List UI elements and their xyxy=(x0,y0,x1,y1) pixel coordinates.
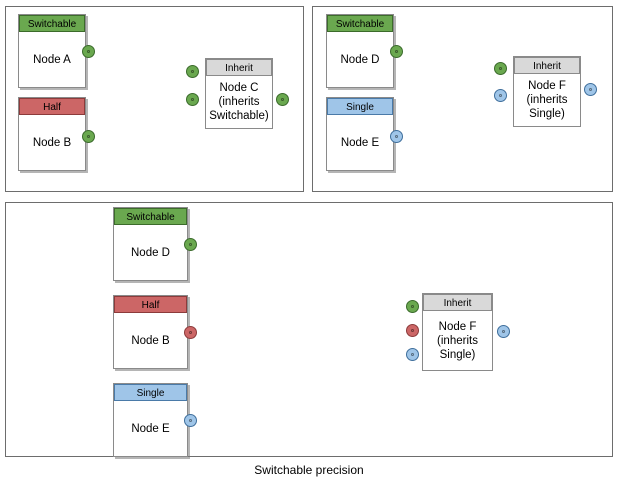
node-c-label-line3: Switchable) xyxy=(209,110,269,122)
port-node-e-bottom-out[interactable] xyxy=(184,414,197,427)
node-f-bottom-label-line3: Single) xyxy=(439,348,476,361)
node-e-bottom-body: Node E xyxy=(114,401,187,456)
port-node-b-left-out[interactable] xyxy=(82,130,95,143)
port-node-f-top-in-2[interactable] xyxy=(494,89,507,102)
node-e-top[interactable]: Single Node E xyxy=(326,97,394,171)
node-e-bottom[interactable]: Single Node E xyxy=(113,383,188,457)
node-b-bottom-label: Node B xyxy=(131,334,170,347)
node-c-header: Inherit xyxy=(206,59,272,76)
port-node-f-top-in-1[interactable] xyxy=(494,62,507,75)
node-e-top-label: Node E xyxy=(340,136,380,149)
node-f-top-header: Inherit xyxy=(514,57,580,74)
node-f-top-label-line2: (inherits xyxy=(526,94,568,106)
port-node-c-in-2[interactable] xyxy=(186,93,199,106)
node-f-bottom[interactable]: Inherit Node F (inherits Single) xyxy=(422,293,493,371)
node-d-bottom-label: Node D xyxy=(131,246,170,259)
node-b-bottom[interactable]: Half Node B xyxy=(113,295,188,369)
node-d-top-label: Node D xyxy=(340,53,380,66)
node-c-body: Node C (inherits Switchable) xyxy=(206,76,272,128)
node-f-top-label-line3: Single) xyxy=(529,108,565,120)
node-d-top-header: Switchable xyxy=(327,15,393,32)
node-f-bottom-header: Inherit xyxy=(423,294,492,311)
node-e-bottom-header: Single xyxy=(114,384,187,401)
node-e-top-body: Node E xyxy=(327,115,393,170)
node-f-bottom-label-line2: (inherits xyxy=(437,334,478,347)
node-f-bottom-body: Node F (inherits Single) xyxy=(423,311,492,370)
node-c[interactable]: Inherit Node C (inherits Switchable) xyxy=(205,58,273,129)
port-node-a-out[interactable] xyxy=(82,45,95,58)
node-d-top-body: Node D xyxy=(327,32,393,87)
node-f-top[interactable]: Inherit Node F (inherits Single) xyxy=(513,56,581,127)
port-node-f-bottom-in-1[interactable] xyxy=(406,300,419,313)
node-d-bottom-body: Node D xyxy=(114,225,187,280)
port-node-f-bottom-in-3[interactable] xyxy=(406,348,419,361)
node-c-label-line1: Node C xyxy=(219,82,259,94)
node-b-left-header: Half xyxy=(19,98,85,115)
node-b-left-label: Node B xyxy=(32,136,72,149)
node-a-label: Node A xyxy=(33,53,71,66)
node-f-top-body: Node F (inherits Single) xyxy=(514,74,580,126)
node-b-left[interactable]: Half Node B xyxy=(18,97,86,171)
port-node-d-top-out[interactable] xyxy=(390,45,403,58)
node-e-top-header: Single xyxy=(327,98,393,115)
node-d-bottom[interactable]: Switchable Node D xyxy=(113,207,188,281)
diagram-caption: Switchable precision xyxy=(254,463,364,477)
node-a-header: Switchable xyxy=(19,15,85,32)
port-node-e-top-out[interactable] xyxy=(390,130,403,143)
node-c-label-line2: (inherits xyxy=(218,96,260,108)
port-node-c-in-1[interactable] xyxy=(186,65,199,78)
node-d-top[interactable]: Switchable Node D xyxy=(326,14,394,88)
port-node-f-bottom-out[interactable] xyxy=(497,325,510,338)
node-b-bottom-header: Half xyxy=(114,296,187,313)
node-f-top-label-line1: Node F xyxy=(528,80,566,92)
node-a-body: Node A xyxy=(19,32,85,87)
panel-bottom xyxy=(5,202,613,457)
port-node-d-bottom-out[interactable] xyxy=(184,238,197,251)
node-b-left-body: Node B xyxy=(19,115,85,170)
node-a[interactable]: Switchable Node A xyxy=(18,14,86,88)
node-d-bottom-header: Switchable xyxy=(114,208,187,225)
node-e-bottom-label: Node E xyxy=(131,422,170,435)
node-f-bottom-label-line1: Node F xyxy=(438,320,477,333)
node-b-bottom-body: Node B xyxy=(114,313,187,368)
port-node-b-bottom-out[interactable] xyxy=(184,326,197,339)
port-node-c-out[interactable] xyxy=(276,93,289,106)
port-node-f-bottom-in-2[interactable] xyxy=(406,324,419,337)
port-node-f-top-out[interactable] xyxy=(584,83,597,96)
